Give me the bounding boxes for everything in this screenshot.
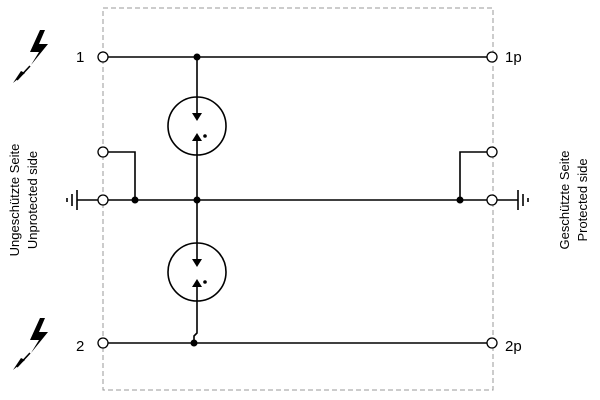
output-ground-contact	[486, 194, 498, 206]
junction-dot	[193, 53, 201, 61]
unprotected-side-label-de: Ungeschützte Seite	[7, 144, 22, 257]
gas-discharge-tube-icon	[167, 96, 227, 156]
terminal-label-2: 2	[76, 338, 84, 355]
arrester-2-lower-wire	[193, 301, 198, 343]
gas-discharge-tube-icon	[167, 242, 227, 302]
output-shield-contact	[486, 146, 498, 158]
lightning-bolt-icon	[13, 318, 48, 370]
protected-side-label-de: Geschützte Seite	[557, 151, 572, 250]
junction-dot	[131, 196, 139, 204]
junction-dot	[456, 196, 464, 204]
output-shield-wire	[459, 151, 487, 200]
input-shield-contact	[97, 146, 109, 158]
input-shield-wire	[108, 151, 136, 200]
protected-side-label-en: Protected side	[575, 158, 590, 241]
junction-dot	[190, 339, 198, 347]
device-boundary	[102, 7, 494, 391]
input-ground-contact	[97, 194, 109, 206]
terminal-label-2p: 2p	[505, 338, 522, 355]
terminal-1-contact	[97, 51, 109, 63]
junction-dot	[193, 196, 201, 204]
terminal-2-contact	[97, 337, 109, 349]
ground-symbol-icon	[66, 190, 98, 210]
ground-symbol-icon	[497, 190, 529, 210]
lightning-bolt-icon	[13, 30, 48, 83]
terminal-2p-contact	[486, 337, 498, 349]
unprotected-side-label-en: Unprotected side	[25, 151, 40, 249]
terminal-label-1: 1	[76, 49, 84, 66]
terminal-label-1p: 1p	[505, 49, 522, 66]
terminal-1p-contact	[486, 51, 498, 63]
